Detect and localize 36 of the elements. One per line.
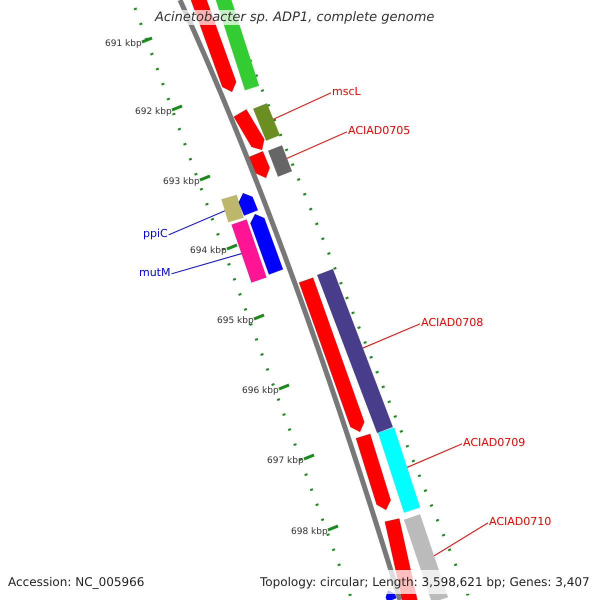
gene-bar xyxy=(356,434,391,510)
scale-label: 692 kbp xyxy=(135,107,172,117)
scale-label: 697 kbp xyxy=(267,456,304,466)
gene-label: ACIAD0708 xyxy=(421,316,484,329)
gene-label: ACIAD0705 xyxy=(348,124,410,137)
leader-line xyxy=(406,443,462,468)
leader-line xyxy=(272,92,332,120)
gene-bar xyxy=(317,269,393,433)
scale-label: 698 kbp xyxy=(291,527,328,537)
gene-bar xyxy=(238,193,258,216)
leader-line xyxy=(171,253,242,274)
scale-label: 693 kbp xyxy=(163,177,200,187)
leader-line xyxy=(362,323,420,348)
accession-text: Accession: NC_005966 xyxy=(8,575,144,589)
gene-bar xyxy=(298,278,364,432)
gene-bar xyxy=(268,145,292,177)
genome-stats-text: Topology: circular; Length: 3,598,621 bp; Genes: 3,407 xyxy=(260,575,590,589)
gene-label: mscL xyxy=(332,85,361,98)
scale-label: 694 kbp xyxy=(190,246,227,256)
gene-label: ACIAD0709 xyxy=(463,436,526,449)
gene-bar xyxy=(249,151,270,178)
gene-label: mutM xyxy=(139,266,170,279)
scale-label: 695 kbp xyxy=(217,316,254,326)
scale-label: 691 kbp xyxy=(105,39,142,49)
gene-bar xyxy=(253,103,280,141)
leader-line xyxy=(286,131,348,159)
gene-label: ppiC xyxy=(143,227,168,240)
scale-label: 696 kbp xyxy=(242,386,279,396)
gene-bar xyxy=(231,219,267,283)
gene-bar xyxy=(378,427,420,513)
map-title: Acinetobacter sp. ADP1, complete genome xyxy=(155,10,434,25)
gene-label: ACIAD0710 xyxy=(489,515,552,528)
gene-bar xyxy=(250,214,284,275)
leader-line xyxy=(168,210,226,236)
gene-bar xyxy=(221,194,244,222)
leader-line xyxy=(434,522,488,556)
